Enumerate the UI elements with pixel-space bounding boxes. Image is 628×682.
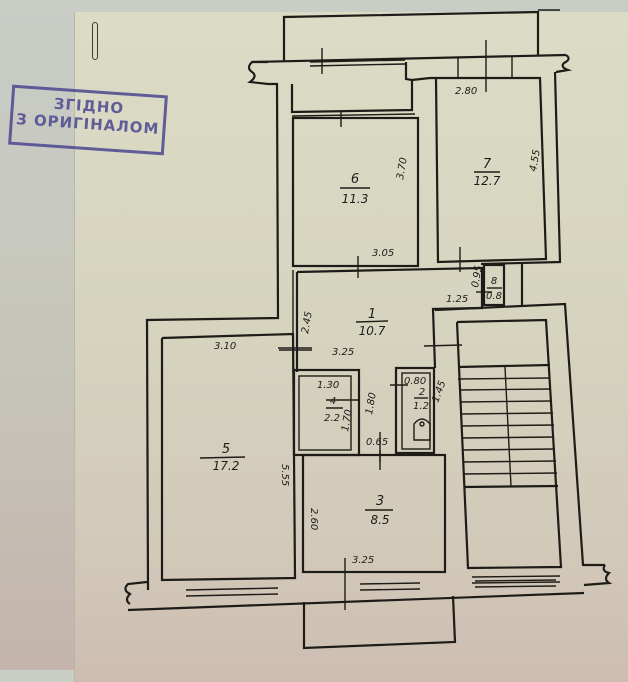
room-4-number: 4 xyxy=(330,396,336,407)
walls-north xyxy=(145,62,431,591)
dim-r1-height: 2.45 xyxy=(300,311,315,335)
room-5-number: 5 xyxy=(222,442,230,457)
room-1-area: 10.7 xyxy=(359,324,386,338)
room-2-number: 2 xyxy=(419,387,425,398)
room-7-area: 12.7 xyxy=(474,174,501,188)
room-1-number: 1 xyxy=(368,307,376,322)
dim-r5-length: 5.55 xyxy=(279,464,290,486)
room-3-area: 8.5 xyxy=(370,513,389,527)
dim-r6-width: 3.05 xyxy=(372,248,394,259)
dim-r3-length: 2.60 xyxy=(308,508,319,530)
room-5-area: 17.2 xyxy=(213,459,240,473)
toilet-icon xyxy=(413,418,431,441)
room-5: 5 17.2 3.10 5.55 xyxy=(160,332,312,582)
room-2: 2 1.2 0.80 1.45 xyxy=(390,366,448,455)
room-7: 7 12.7 2.80 4.55 xyxy=(430,71,562,272)
dim-r1-niche: 1.25 xyxy=(446,294,468,305)
room-3: 3 8.5 2.60 3.25 xyxy=(301,450,447,610)
dim-r5-width: 3.10 xyxy=(214,341,236,352)
room-3-number: 3 xyxy=(376,494,384,509)
bottom-exterior-wall xyxy=(124,579,585,650)
dim-r4-wall: 1.80 xyxy=(364,392,379,416)
dim-r7-length: 4.55 xyxy=(528,149,543,173)
dim-r7-width: 2.80 xyxy=(455,86,477,97)
room-7-number: 7 xyxy=(483,157,492,172)
staple-icon xyxy=(92,22,98,60)
dim-r2-3-gap: 0.65 xyxy=(366,437,388,448)
room-8: 8 0.8 0.95 xyxy=(470,263,524,307)
dim-r6-length: 3.70 xyxy=(395,157,410,181)
dim-r4-length: 1.70 xyxy=(340,409,355,433)
room-8-number: 8 xyxy=(491,276,497,287)
room-6-number: 6 xyxy=(351,172,359,187)
dim-r1-width: 3.25 xyxy=(332,347,354,358)
room-6: 6 11.3 3.70 3.05 xyxy=(291,116,420,278)
room-8-area: 0.8 xyxy=(486,291,502,302)
room-4-area: 2.2 xyxy=(324,413,340,424)
top-exterior-wall xyxy=(247,40,573,92)
room-1: 1 10.7 2.45 3.25 1.25 xyxy=(278,266,484,372)
dim-r3-width: 3.25 xyxy=(352,555,374,566)
room-4: 4 2.2 1.30 1.70 1.80 0.65 xyxy=(292,368,388,462)
stairwell xyxy=(434,302,613,587)
dim-r2-width: 0.80 xyxy=(404,376,426,387)
room-6-area: 11.3 xyxy=(342,192,369,206)
room-2-area: 1.2 xyxy=(413,401,429,412)
top-balcony xyxy=(282,9,560,62)
dim-r4-width: 1.30 xyxy=(317,380,339,391)
paper-sheet xyxy=(74,12,628,682)
